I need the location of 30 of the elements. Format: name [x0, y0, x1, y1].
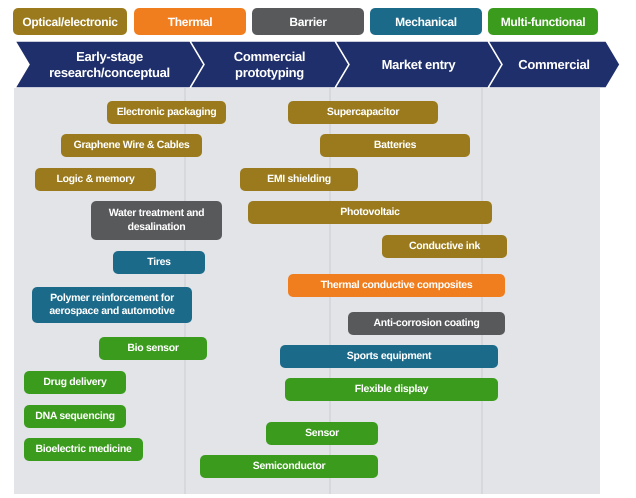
stage-label: Commercial	[517, 56, 591, 74]
application-bar: Graphene Wire & Cables	[61, 134, 202, 157]
application-bar: Conductive ink	[382, 235, 507, 258]
application-bar: Bio sensor	[99, 337, 207, 360]
legend-item: Optical/electronic	[13, 8, 127, 35]
application-bar: Sports equipment	[280, 345, 498, 368]
application-bar: Electronic packaging	[107, 101, 226, 124]
application-bar: Thermal conductive composites	[288, 274, 505, 297]
legend-item: Mechanical	[370, 8, 482, 35]
application-bar: Water treatment and desalination	[91, 201, 222, 240]
application-bar: Sensor	[266, 422, 378, 445]
application-bar: Polymer reinforcement for aerospace and automotive	[32, 287, 192, 323]
application-bar: Semiconductor	[200, 455, 378, 478]
application-bar: EMI shielding	[240, 168, 358, 191]
application-bar: Flexible display	[285, 378, 498, 401]
application-bar: Tires	[113, 251, 205, 274]
stage-label: Early-stage research/conceptual	[48, 48, 171, 82]
application-bar: Drug delivery	[24, 371, 126, 394]
stage-label: Commercial prototyping	[232, 48, 306, 82]
legend-item: Barrier	[252, 8, 364, 35]
application-bar: Bioelectric medicine	[24, 438, 143, 461]
application-bar: Photovoltaic	[248, 201, 492, 224]
application-bar: DNA sequencing	[24, 405, 126, 428]
legend-item: Thermal	[134, 8, 246, 35]
application-bar: Batteries	[320, 134, 470, 157]
legend-item: Multi-functional	[488, 8, 598, 35]
application-bar: Supercapacitor	[288, 101, 438, 124]
application-bar: Logic & memory	[35, 168, 156, 191]
stage-label: Market entry	[380, 56, 456, 74]
application-bar: Anti-corrosion coating	[348, 312, 505, 335]
